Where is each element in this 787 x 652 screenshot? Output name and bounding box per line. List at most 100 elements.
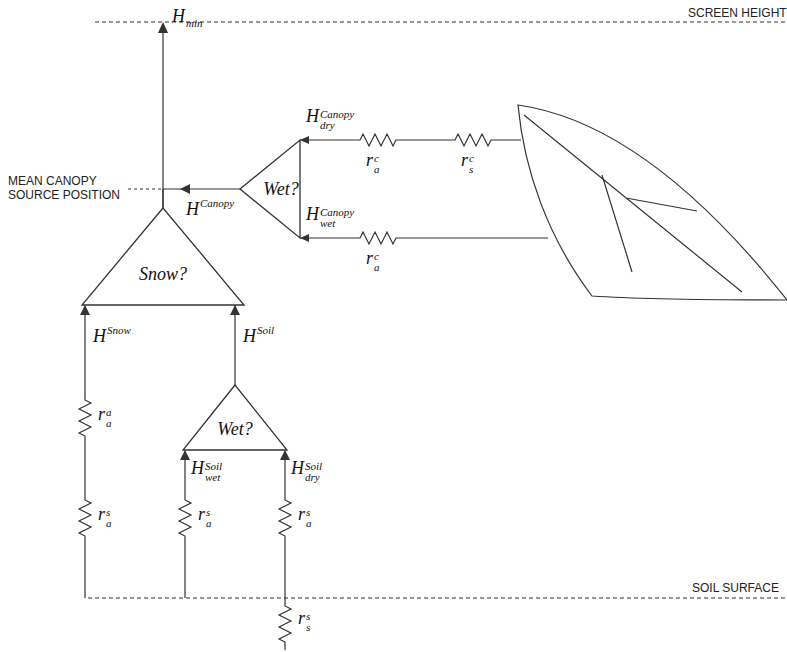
symbol-indices: sa xyxy=(206,507,212,529)
symbol-base: r xyxy=(198,504,205,524)
triangle-shape xyxy=(82,208,244,305)
subscript: min xyxy=(186,17,203,29)
superscript: s xyxy=(206,507,212,518)
decision-label: Wet? xyxy=(263,179,298,199)
symbol-base: H xyxy=(186,199,199,219)
flux-symbol: HSoilwet xyxy=(191,458,222,483)
triangle-shape xyxy=(183,385,287,450)
flux-line xyxy=(162,30,163,208)
symbol-indices: cs xyxy=(469,153,474,175)
superscript: s xyxy=(306,507,312,518)
symbol-base: r xyxy=(98,404,105,424)
flux-symbol: HCanopywet xyxy=(306,204,354,229)
symbol-base: H xyxy=(243,326,256,346)
flux-symbol: Hmin xyxy=(172,6,203,33)
arrowhead xyxy=(300,136,309,144)
symbol-indices: aa xyxy=(106,407,112,429)
symbol-indices: sa xyxy=(306,507,312,529)
symbol-indices: ca xyxy=(374,251,380,273)
wet-canopy-wire xyxy=(300,232,548,244)
dry-canopy-wire xyxy=(300,134,521,146)
symbol-base: H xyxy=(172,6,185,26)
superscript: a xyxy=(106,407,112,418)
flux-symbol: rca xyxy=(366,150,380,175)
snow-wire xyxy=(79,306,91,598)
flux-symbol: HSoil xyxy=(243,320,274,346)
arrowhead xyxy=(280,450,290,460)
subscript: a xyxy=(374,164,380,175)
connector-line xyxy=(163,189,240,208)
flux-symbol: rsa xyxy=(98,504,112,529)
superscript: Canopy xyxy=(320,207,354,218)
symbol-base: H xyxy=(93,326,106,346)
symbol-indices: Canopywet xyxy=(320,207,354,229)
triangle-outline xyxy=(183,385,287,450)
symbol-indices: Soilwet xyxy=(205,461,222,483)
symbol-indices: Soildry xyxy=(305,461,322,483)
flux-symbol: HCanopy xyxy=(186,193,234,219)
canopy-source-line xyxy=(128,188,162,189)
symbol-base: r xyxy=(366,150,373,170)
symbol-base: r xyxy=(98,504,105,524)
superscript: c xyxy=(374,153,380,164)
superscript: Canopy xyxy=(200,197,234,209)
flux-connector xyxy=(230,305,240,385)
arrowhead xyxy=(180,184,190,194)
symbol-base: r xyxy=(298,504,305,524)
triangle-shape xyxy=(240,140,300,238)
symbol-base: r xyxy=(461,150,468,170)
flux-symbol: rca xyxy=(366,248,380,273)
reference-label: MEAN CANOPY SOURCE POSITION xyxy=(8,174,126,202)
subscript: a xyxy=(306,518,312,529)
decision-triangle: Snow? xyxy=(82,208,244,305)
symbol-base: r xyxy=(366,248,373,268)
subscript: dry xyxy=(320,120,354,131)
subscript: s xyxy=(306,622,310,633)
subscript: a xyxy=(206,518,212,529)
flux-symbol: rsa xyxy=(198,504,212,529)
subscript: a xyxy=(106,418,112,429)
symbol-indices: sa xyxy=(106,507,112,529)
soil-wet-wire xyxy=(179,451,191,598)
flux-symbol: HCanopydry xyxy=(306,106,354,131)
decision-triangle: Wet? xyxy=(183,385,287,450)
symbol-base: r xyxy=(298,608,305,628)
flux-symbol: rcs xyxy=(461,150,474,175)
symbol-indices: Canopydry xyxy=(320,109,354,131)
arrowhead xyxy=(300,234,309,242)
soil-dry-wire xyxy=(284,642,285,650)
superscript: Snow xyxy=(107,324,131,336)
leaf-veins xyxy=(524,115,742,292)
arrowhead xyxy=(180,450,190,460)
flux-symbol: rss xyxy=(298,608,310,633)
leaf-outline xyxy=(518,105,787,300)
subscript: a xyxy=(106,518,112,529)
flux-symbol: HSnow xyxy=(93,320,131,346)
superscript: Canopy xyxy=(320,109,354,120)
decision-label: Snow? xyxy=(139,264,187,284)
subscript: wet xyxy=(320,218,354,229)
symbol-base: H xyxy=(191,458,204,478)
superscript: s xyxy=(306,611,310,622)
symbol-indices: ca xyxy=(374,153,380,175)
subscript: wet xyxy=(205,472,222,483)
superscript: Soil xyxy=(205,461,222,472)
arrowhead xyxy=(158,22,168,33)
superscript: c xyxy=(374,251,380,262)
subscript: s xyxy=(469,164,474,175)
subscript: dry xyxy=(305,472,322,483)
symbol-indices: ss xyxy=(306,611,310,633)
superscript: Soil xyxy=(305,461,322,472)
reference-label: SCREEN HEIGHT xyxy=(688,6,787,20)
symbol-base: H xyxy=(291,458,304,478)
decision-triangle: Wet? xyxy=(240,140,300,238)
connector-line xyxy=(234,305,235,385)
arrowhead xyxy=(80,305,90,315)
arrowhead xyxy=(230,305,240,315)
triangle-outline xyxy=(82,208,244,305)
reference-label: SOIL SURFACE xyxy=(692,581,779,595)
soil-dry-wire xyxy=(279,451,291,642)
flux-symbol: rsa xyxy=(298,504,312,529)
superscript: Soil xyxy=(257,324,274,336)
